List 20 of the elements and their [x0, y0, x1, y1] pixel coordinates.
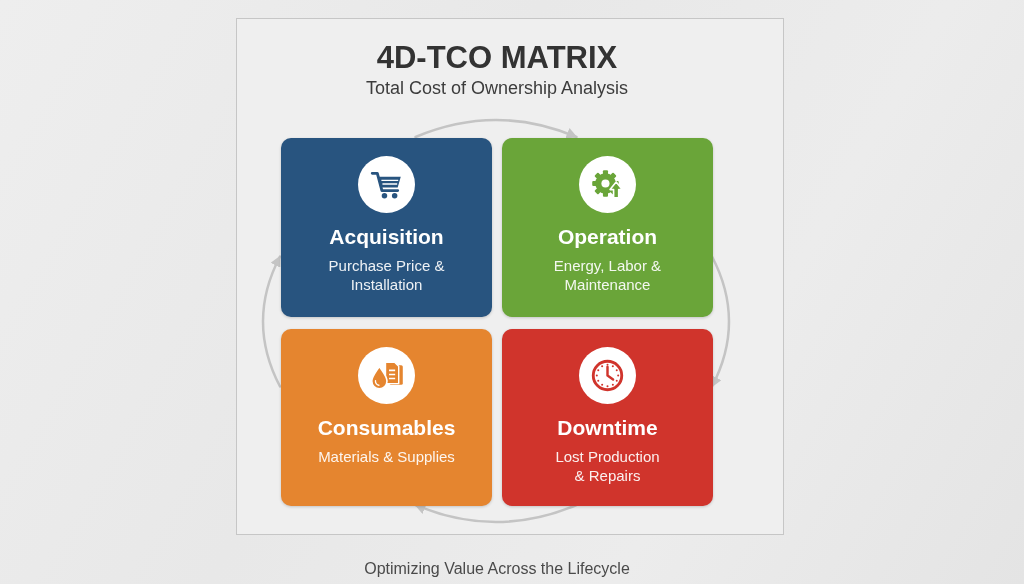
caption: Optimizing Value Across the Lifecycle: [363, 559, 631, 579]
matrix-title: 4D-TCO MATRIX: [376, 40, 618, 76]
card-description: Materials & Supplies: [317, 447, 456, 466]
card-description: Energy, Labor & Maintenance: [552, 256, 663, 294]
card-heading: Acquisition: [329, 224, 444, 250]
cost-category-card: [502, 138, 713, 317]
matrix-subtitle: Total Cost of Ownership Analysis: [365, 77, 629, 99]
cost-category-card: [502, 329, 713, 506]
cycle-arrow: [710, 255, 731, 388]
matrix-frame: [236, 18, 784, 535]
card-description: Lost Production & Repairs: [554, 447, 661, 485]
card-heading: Operation: [557, 224, 658, 250]
card-description: Purchase Price & Installation: [327, 256, 446, 294]
cost-category-card: [281, 329, 492, 506]
card-heading: Consumables: [317, 415, 456, 441]
cycle-arrow: [414, 118, 578, 139]
card-heading: Downtime: [557, 415, 658, 441]
cycle-arrow: [261, 255, 282, 388]
cost-category-card: [281, 138, 492, 317]
cycle-arrow: [414, 503, 578, 524]
